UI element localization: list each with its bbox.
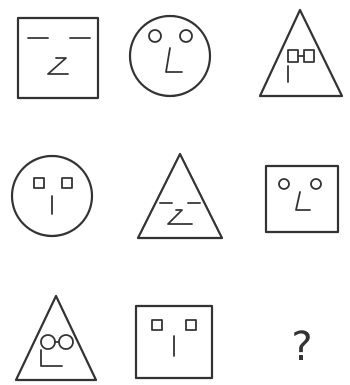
- circle-eyes-l-nose-face: [149, 30, 192, 72]
- square-eyes-vertical-nose-face: [34, 178, 72, 214]
- triangle-shape: [138, 154, 222, 238]
- puzzle-cell-r3c2[interactable]: [136, 306, 212, 378]
- triangle-shape: [260, 10, 342, 96]
- puzzle-cell-r3c1[interactable]: [16, 296, 96, 380]
- dash-brows-z-mouth-face: [28, 38, 90, 74]
- triangle-shape: [16, 296, 96, 380]
- puzzle-cell-r3c3[interactable]: ?: [291, 324, 312, 370]
- puzzle-cell-r2c2[interactable]: [138, 154, 222, 238]
- circle-shape: [130, 16, 210, 96]
- puzzle-cell-r2c3[interactable]: [266, 166, 338, 232]
- square-eyes-vertical-nose-face: [152, 320, 196, 356]
- puzzle-cell-r1c2[interactable]: [130, 16, 210, 96]
- puzzle-cell-r1c3[interactable]: [260, 10, 342, 96]
- dash-brows-z-mouth-face: [160, 203, 200, 224]
- puzzle-cell-r1c1[interactable]: [18, 18, 98, 98]
- circle-eyes-l-nose-face: [279, 179, 321, 210]
- square-eyes-glasses-face: [288, 50, 314, 82]
- square-shape: [266, 166, 338, 232]
- puzzle-cell-r2c1[interactable]: [12, 156, 92, 236]
- question-mark: ?: [291, 324, 312, 370]
- circle-eyes-glasses-face: [41, 335, 73, 366]
